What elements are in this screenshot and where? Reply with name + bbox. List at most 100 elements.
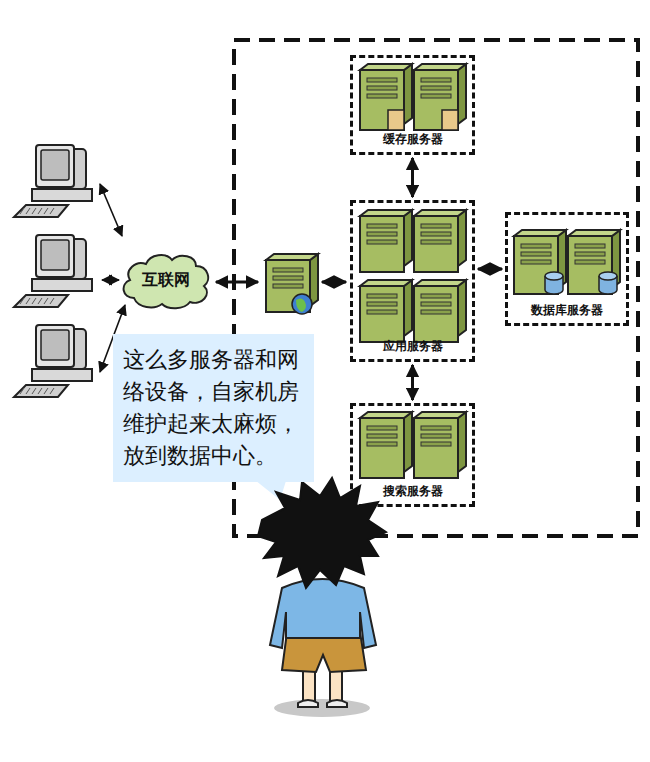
- server-icon: [568, 230, 620, 294]
- speech-bubble: 这么多服务器和网络设备，自家机房维护起来太麻烦，放到数据中心。: [113, 334, 314, 482]
- key-row: [50, 298, 54, 304]
- connector-arrow: [478, 268, 502, 271]
- drive-slot: [367, 310, 397, 314]
- monitor: [36, 145, 74, 187]
- key-row: [26, 388, 30, 394]
- server-icon: [266, 254, 318, 314]
- monitor: [36, 325, 74, 367]
- drive-slot: [421, 310, 451, 314]
- db-cylinder-top: [545, 272, 563, 280]
- case: [32, 189, 92, 201]
- drive-slot: [273, 276, 303, 280]
- cache-folder: [442, 110, 458, 130]
- drive-slot: [273, 284, 303, 288]
- server-front: [360, 216, 404, 272]
- drive-slot: [521, 244, 551, 248]
- key-row: [26, 208, 30, 214]
- server-group: 缓存服务器: [350, 55, 475, 155]
- server-icon: [514, 230, 566, 294]
- drive-slot: [273, 268, 303, 272]
- server-group: 应用服务器: [350, 200, 475, 362]
- drive-slot: [421, 240, 451, 244]
- server-icon: [360, 412, 412, 478]
- node-label: 数据库服务器: [531, 302, 603, 319]
- screen: [41, 330, 69, 360]
- cache-folder: [388, 110, 404, 130]
- drive-slot: [421, 94, 451, 98]
- drive-slot: [367, 224, 397, 228]
- link-line: [102, 279, 119, 281]
- server-side: [458, 280, 466, 336]
- node-label: 这么多服务器和网络设备，自家机房维护起来太麻烦，放到数据中心。: [123, 344, 303, 472]
- key-row: [20, 208, 24, 214]
- server-group: 数据库服务器: [505, 212, 629, 326]
- key-row: [20, 388, 24, 394]
- key-row: [32, 388, 36, 394]
- key-row: [50, 208, 54, 214]
- computer: [14, 325, 92, 397]
- key-row: [20, 298, 24, 304]
- globe-land: [296, 298, 306, 312]
- person-figure: [258, 478, 386, 717]
- server-front: [266, 260, 310, 312]
- shirt: [270, 579, 376, 648]
- screen: [41, 150, 69, 180]
- link-line: [100, 184, 122, 236]
- shoe: [298, 700, 318, 707]
- drive-slot: [421, 86, 451, 90]
- node-label: 互联网: [142, 270, 190, 291]
- connector-arrow: [411, 365, 414, 400]
- drive-slot: [575, 244, 605, 248]
- key-row: [38, 298, 42, 304]
- drive-slot: [421, 302, 451, 306]
- server-front: [360, 418, 404, 478]
- server-front: [414, 286, 458, 342]
- drive-slot: [521, 252, 551, 256]
- connector-arrow: [411, 158, 414, 197]
- globe: [292, 294, 312, 314]
- server-icon: [360, 280, 412, 342]
- drive-slot: [421, 78, 451, 82]
- key-row: [32, 208, 36, 214]
- cloud-outline: [124, 255, 209, 308]
- server-front: [414, 216, 458, 272]
- key-row: [38, 388, 42, 394]
- server-front: [414, 70, 458, 130]
- client-computers: [14, 145, 92, 397]
- server-side: [458, 64, 466, 124]
- drive-slot: [421, 434, 451, 438]
- key-row: [44, 298, 48, 304]
- server-icon: [414, 412, 466, 478]
- server-side: [458, 210, 466, 266]
- server-front: [360, 70, 404, 130]
- server-group: 搜索服务器: [350, 403, 475, 507]
- server-side: [404, 210, 412, 266]
- computer: [14, 145, 92, 217]
- key-row: [50, 388, 54, 394]
- node-label: 应用服务器: [383, 338, 443, 355]
- screen: [41, 240, 69, 270]
- server-side: [404, 64, 412, 124]
- keyboard: [14, 295, 68, 307]
- server-side: [310, 254, 318, 306]
- hair: [258, 478, 386, 588]
- key-row: [44, 388, 48, 394]
- drive-slot: [421, 224, 451, 228]
- drive-slot: [367, 240, 397, 244]
- drive-slot: [521, 260, 551, 264]
- link-arrow: [322, 281, 346, 284]
- drive-slot: [367, 426, 397, 430]
- drive-slot: [367, 302, 397, 306]
- server-icon: [360, 210, 412, 272]
- drive-slot: [575, 260, 605, 264]
- server-icon: [414, 210, 466, 272]
- drive-slot: [421, 294, 451, 298]
- server-side: [404, 412, 412, 472]
- drive-slot: [367, 78, 397, 82]
- link-arrow: [216, 281, 258, 284]
- server-icons: [266, 64, 620, 478]
- key-row: [38, 208, 42, 214]
